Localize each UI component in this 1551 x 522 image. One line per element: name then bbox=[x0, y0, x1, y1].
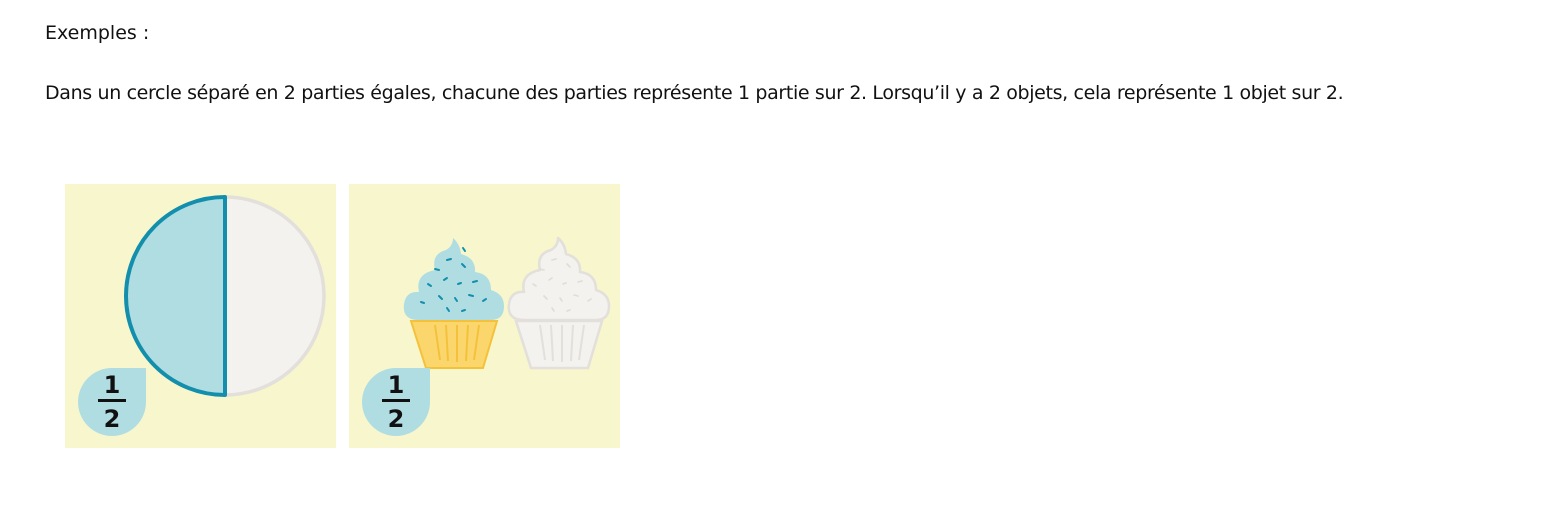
explanation-paragraph: Dans un cercle séparé en 2 parties égale… bbox=[45, 82, 1344, 104]
fraction-badge: 1 2 bbox=[78, 368, 146, 436]
plain-cupcake-icon bbox=[507, 236, 611, 370]
fraction-denominator: 2 bbox=[388, 405, 405, 433]
colored-cupcake-icon bbox=[403, 238, 504, 369]
cupcakes-illustration: 1 2 bbox=[362, 236, 611, 436]
shaded-half-icon bbox=[124, 195, 227, 397]
heading: Exemples : bbox=[45, 22, 150, 44]
fraction-bar bbox=[98, 399, 126, 402]
half-circle-figure: 1 2 bbox=[65, 184, 336, 448]
fraction-numerator: 1 bbox=[388, 371, 405, 399]
half-circle-illustration: 1 2 bbox=[78, 195, 326, 436]
fraction-numerator: 1 bbox=[104, 371, 121, 399]
fraction-badge: 1 2 bbox=[362, 368, 430, 436]
fraction-bar bbox=[382, 399, 410, 402]
fraction-denominator: 2 bbox=[104, 405, 121, 433]
cupcakes-figure: 1 2 bbox=[349, 184, 620, 448]
unshaded-half-icon bbox=[223, 195, 326, 397]
